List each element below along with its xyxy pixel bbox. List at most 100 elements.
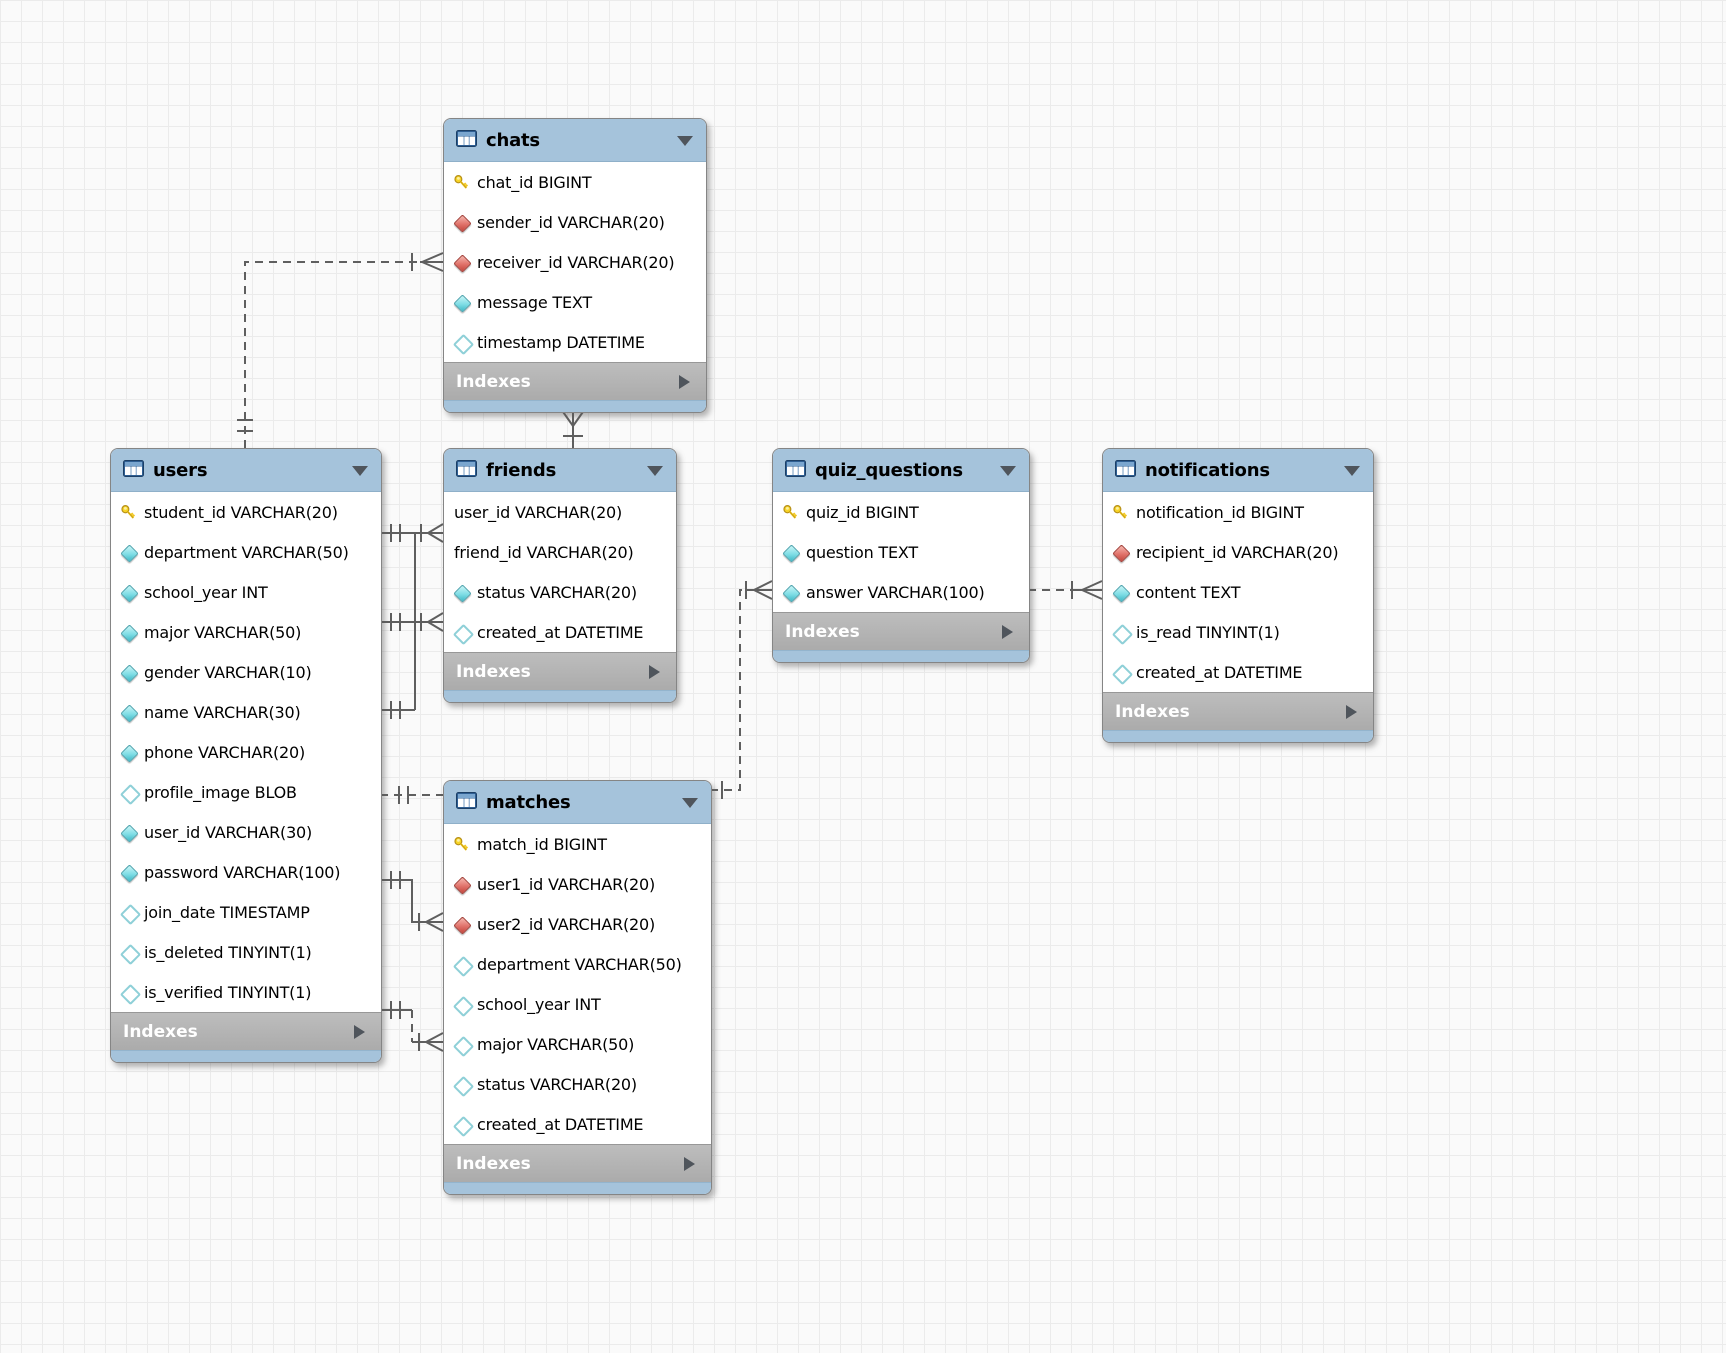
column-label: receiver_id VARCHAR(20) (477, 252, 675, 272)
table-header-chats[interactable]: chats (444, 119, 706, 162)
column-row[interactable]: is_deleted TINYINT(1) (111, 932, 381, 972)
column-row[interactable]: name VARCHAR(30) (111, 692, 381, 732)
column-label: school_year INT (144, 582, 268, 602)
table-header-friends[interactable]: friends (444, 449, 676, 492)
column-row[interactable]: message TEXT (444, 282, 706, 322)
rel-users-matches-header[interactable] (380, 786, 443, 804)
column-row[interactable]: timestamp DATETIME (444, 322, 706, 362)
indexes-bar[interactable]: Indexes (444, 362, 706, 400)
expand-arrow-icon[interactable] (1346, 705, 1357, 719)
expand-arrow-icon[interactable] (649, 665, 660, 679)
indexes-bar[interactable]: Indexes (1103, 692, 1373, 730)
column-row[interactable]: major VARCHAR(50) (111, 612, 381, 652)
column-row[interactable]: student_id VARCHAR(20) (111, 492, 381, 532)
expand-arrow-icon[interactable] (354, 1025, 365, 1039)
column-row[interactable]: match_id BIGINT (444, 824, 711, 864)
collapse-caret-icon[interactable] (682, 798, 698, 808)
column-row[interactable]: school_year INT (444, 984, 711, 1024)
column-row[interactable]: is_read TINYINT(1) (1103, 612, 1373, 652)
foreign-key-icon (453, 253, 472, 273)
column-row[interactable]: major VARCHAR(50) (444, 1024, 711, 1064)
table-title: chats (486, 129, 540, 151)
table-icon (456, 459, 477, 481)
column-row[interactable]: status VARCHAR(20) (444, 572, 676, 612)
column-row[interactable]: is_verified TINYINT(1) (111, 972, 381, 1012)
indexes-bar[interactable]: Indexes (773, 612, 1029, 650)
indexes-bar[interactable]: Indexes (444, 1144, 711, 1182)
attribute-nullable-icon (452, 623, 475, 645)
column-row[interactable]: chat_id BIGINT (444, 162, 706, 202)
column-row[interactable]: answer VARCHAR(100) (773, 572, 1029, 612)
table-header-notifications[interactable]: notifications (1103, 449, 1373, 492)
column-row[interactable]: quiz_id BIGINT (773, 492, 1029, 532)
column-row[interactable]: user1_id VARCHAR(20) (444, 864, 711, 904)
column-label: timestamp DATETIME (477, 332, 645, 352)
primary-key-icon (1113, 504, 1128, 520)
column-label: content TEXT (1136, 582, 1241, 602)
table-header-matches[interactable]: matches (444, 781, 711, 824)
column-row[interactable]: content TEXT (1103, 572, 1373, 612)
collapse-caret-icon[interactable] (1000, 466, 1016, 476)
attribute-icon (1112, 583, 1131, 603)
column-row[interactable]: created_at DATETIME (1103, 652, 1373, 692)
table-header-users[interactable]: users (111, 449, 381, 492)
rel-users-matches-major[interactable] (380, 1001, 444, 1052)
rel-quiz-matches[interactable] (710, 580, 773, 799)
column-label: is_verified TINYINT(1) (144, 982, 312, 1002)
primary-key-icon (454, 174, 469, 190)
column-row[interactable]: receiver_id VARCHAR(20) (444, 242, 706, 282)
column-row[interactable]: phone VARCHAR(20) (111, 732, 381, 772)
column-row[interactable]: school_year INT (111, 572, 381, 612)
table-icon (456, 791, 477, 813)
column-row[interactable]: friend_id VARCHAR(20) (444, 532, 676, 572)
column-row[interactable]: join_date TIMESTAMP (111, 892, 381, 932)
column-label: recipient_id VARCHAR(20) (1136, 542, 1339, 562)
rel-users-chats[interactable] (237, 252, 444, 448)
rel-users-friends-b[interactable] (380, 612, 444, 632)
expand-arrow-icon[interactable] (679, 375, 690, 389)
table-icon (456, 129, 477, 151)
collapse-caret-icon[interactable] (647, 466, 663, 476)
column-row[interactable]: user_id VARCHAR(20) (444, 492, 676, 532)
indexes-label: Indexes (1115, 701, 1190, 722)
collapse-caret-icon[interactable] (1344, 466, 1360, 476)
collapse-caret-icon[interactable] (352, 466, 368, 476)
attribute-nullable-icon (1111, 663, 1134, 685)
rel-users-friends-join[interactable] (380, 533, 416, 719)
rel-users-matches-user2[interactable] (380, 871, 444, 932)
column-row[interactable]: password VARCHAR(100) (111, 852, 381, 892)
rel-users-friends-a[interactable] (380, 523, 444, 543)
column-row[interactable]: status VARCHAR(20) (444, 1064, 711, 1104)
table-header-quiz_questions[interactable]: quiz_questions (773, 449, 1029, 492)
indexes-bar[interactable]: Indexes (111, 1012, 381, 1050)
expand-arrow-icon[interactable] (684, 1157, 695, 1171)
column-row[interactable]: notification_id BIGINT (1103, 492, 1373, 532)
rel-chats-friends[interactable] (560, 408, 586, 448)
rel-quiz-notifications[interactable] (1028, 580, 1103, 600)
table-footer-strip (444, 690, 676, 702)
attribute-icon (120, 543, 139, 563)
column-row[interactable]: department VARCHAR(50) (111, 532, 381, 572)
column-row[interactable]: recipient_id VARCHAR(20) (1103, 532, 1373, 572)
column-row[interactable]: user_id VARCHAR(30) (111, 812, 381, 852)
column-row[interactable]: created_at DATETIME (444, 1104, 711, 1144)
column-row[interactable]: gender VARCHAR(10) (111, 652, 381, 692)
column-row[interactable]: created_at DATETIME (444, 612, 676, 652)
attribute-icon (453, 293, 472, 313)
collapse-caret-icon[interactable] (677, 136, 693, 146)
table-icon (123, 459, 144, 481)
column-row[interactable]: user2_id VARCHAR(20) (444, 904, 711, 944)
expand-arrow-icon[interactable] (1002, 625, 1013, 639)
indexes-bar[interactable]: Indexes (444, 652, 676, 690)
column-row[interactable]: question TEXT (773, 532, 1029, 572)
column-row[interactable]: department VARCHAR(50) (444, 944, 711, 984)
column-row[interactable]: sender_id VARCHAR(20) (444, 202, 706, 242)
column-row[interactable]: profile_image BLOB (111, 772, 381, 812)
